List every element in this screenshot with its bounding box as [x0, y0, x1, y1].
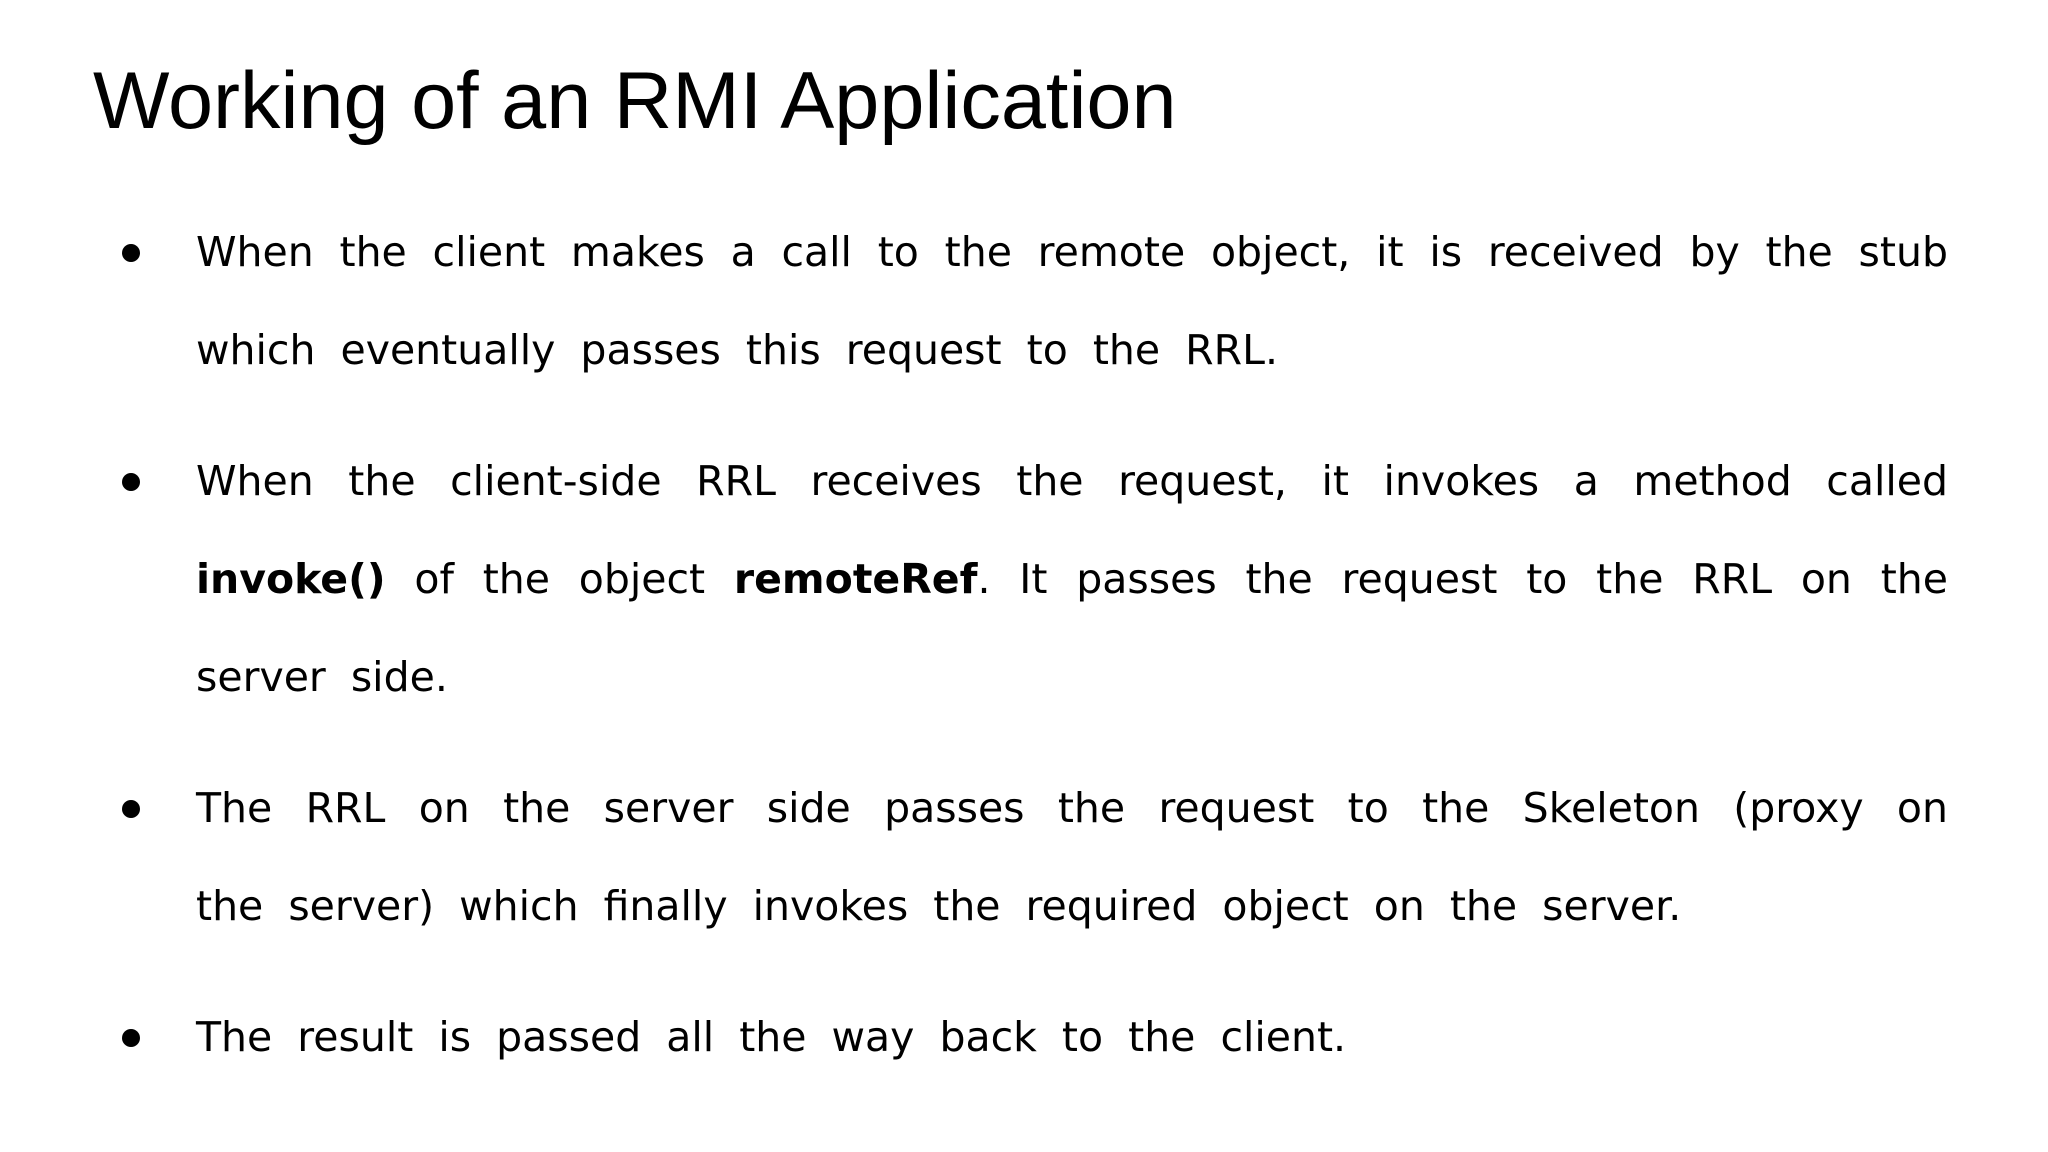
text-line: The RRL on the server side passes the re… [196, 759, 1948, 857]
text-segment: When the client makes a call to the remo… [196, 228, 1948, 276]
text-segment: server side. [196, 653, 448, 701]
list-item: The RRL on the server side passes the re… [122, 759, 1948, 955]
bullet-icon [122, 473, 140, 491]
text-segment: The RRL on the server side passes the re… [196, 784, 1948, 832]
bold-text-segment: remoteRef [733, 555, 978, 603]
text-line: which eventually passes this request to … [196, 301, 1948, 399]
list-item: When the client makes a call to the remo… [122, 203, 1948, 399]
page-title: Working of an RMI Application [93, 56, 1177, 146]
bullet-list: When the client makes a call to the remo… [122, 203, 1948, 1086]
text-segment: the server) which finally invokes the re… [196, 882, 1682, 930]
text-line: invoke() of the object remoteRef. It pas… [196, 530, 1948, 628]
bullet-icon [122, 1029, 140, 1047]
bold-text-segment: invoke() [196, 555, 386, 603]
text-segment: . It passes the request to the RRL on th… [977, 555, 1948, 603]
text-line: When the client makes a call to the remo… [196, 203, 1948, 301]
text-line: When the client-side RRL receives the re… [196, 432, 1948, 530]
list-item: The result is passed all the way back to… [122, 988, 1948, 1086]
bullet-text: The RRL on the server side passes the re… [196, 759, 1948, 955]
bullet-text: When the client-side RRL receives the re… [196, 432, 1948, 726]
text-line: server side. [196, 628, 1948, 726]
text-line: the server) which finally invokes the re… [196, 857, 1948, 955]
text-segment: of the object [385, 555, 734, 603]
text-line: The result is passed all the way back to… [196, 988, 1948, 1086]
list-item: When the client-side RRL receives the re… [122, 432, 1948, 726]
bullet-icon [122, 244, 140, 262]
text-segment: The result is passed all the way back to… [196, 1013, 1347, 1061]
bullet-text: The result is passed all the way back to… [196, 988, 1948, 1086]
bullet-icon [122, 800, 140, 818]
text-segment: which eventually passes this request to … [196, 326, 1279, 374]
text-segment: When the client-side RRL receives the re… [196, 457, 1948, 505]
bullet-text: When the client makes a call to the remo… [196, 203, 1948, 399]
